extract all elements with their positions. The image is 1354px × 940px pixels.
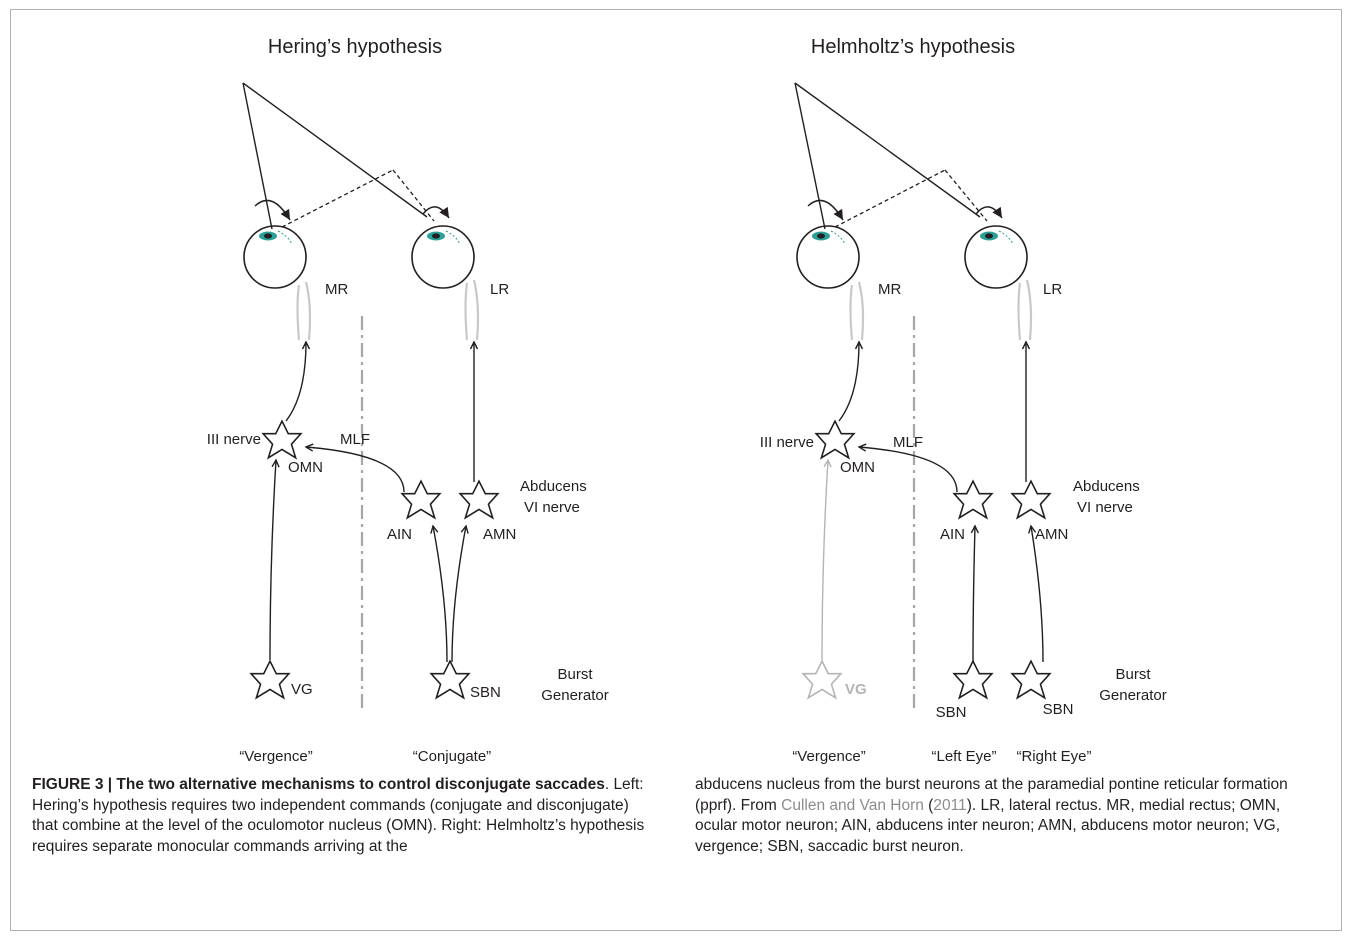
hering-panel: Hering’s hypothesis bbox=[207, 36, 609, 765]
helmholtz-muscles bbox=[849, 279, 1033, 341]
helmholtz-burst-label: Burst bbox=[1115, 666, 1151, 683]
hering-vg-neuron bbox=[250, 660, 290, 699]
helmholtz-ain-label: AIN bbox=[940, 526, 965, 543]
helmholtz-right-eye bbox=[964, 206, 1028, 289]
helmholtz-lr-label: LR bbox=[1043, 281, 1062, 298]
reference-link-authors[interactable]: Cullen and Van Horn bbox=[781, 796, 924, 814]
helmholtz-vg-label: VG bbox=[845, 681, 867, 698]
caption-right-column: abducens nucleus from the burst neurons … bbox=[695, 775, 1315, 857]
hering-dashed-axes bbox=[281, 169, 435, 228]
helmholtz-abducens-label: Abducens bbox=[1073, 478, 1140, 495]
caption-body-right-1: abducens nucleus from the burst neurons … bbox=[695, 776, 1288, 814]
hering-sbn-label: SBN bbox=[470, 684, 501, 701]
helmholtz-generator-label: Generator bbox=[1099, 687, 1167, 704]
hering-amn-neuron bbox=[459, 480, 499, 519]
helmholtz-mlf-label: MLF bbox=[893, 434, 923, 451]
hering-connections bbox=[269, 340, 479, 663]
caption-left-column: FIGURE 3 | The two alternative mechanism… bbox=[32, 775, 652, 857]
hering-ain-neuron bbox=[401, 480, 441, 519]
hering-burst-label: Burst bbox=[557, 666, 593, 683]
figure-diagram: Hering’s hypothesis bbox=[207, 36, 1167, 765]
hering-mr-label: MR bbox=[325, 281, 348, 298]
helmholtz-mr-label: MR bbox=[878, 281, 901, 298]
hering-abducens-label: Abducens bbox=[520, 478, 587, 495]
hering-right-eye bbox=[411, 206, 475, 289]
helmholtz-dashed-axes bbox=[834, 169, 988, 228]
caption-body-right-2: ). LR, lateral rectus. MR, medial rectus… bbox=[695, 796, 1281, 855]
helmholtz-left-eye bbox=[796, 199, 860, 289]
figure-frame bbox=[10, 9, 1342, 931]
helmholtz-sbn-left-neuron bbox=[953, 660, 993, 699]
hering-vergence-label: “Vergence” bbox=[239, 748, 312, 765]
hering-left-eye bbox=[243, 199, 307, 289]
reference-link-year[interactable]: 2011 bbox=[933, 796, 967, 814]
caption-title: FIGURE 3 | The two alternative mechanism… bbox=[32, 776, 605, 793]
helmholtz-sbn-right-neuron bbox=[1011, 660, 1051, 699]
helmholtz-amn-neuron bbox=[1011, 480, 1051, 519]
helmholtz-visual-axes bbox=[794, 82, 981, 230]
hering-title: Hering’s hypothesis bbox=[268, 36, 442, 58]
hering-muscles bbox=[296, 279, 480, 341]
helmholtz-title: Helmholtz’s hypothesis bbox=[811, 36, 1015, 58]
helmholtz-vergence-connection bbox=[821, 458, 832, 661]
helmholtz-left-axis bbox=[794, 82, 826, 230]
hering-iii-nerve-label: III nerve bbox=[207, 431, 261, 448]
hering-sbn-neuron bbox=[430, 660, 470, 699]
helmholtz-right-axis bbox=[794, 82, 981, 218]
helmholtz-vi-nerve-label: VI nerve bbox=[1077, 499, 1133, 516]
helmholtz-sbn-right-label: SBN bbox=[1043, 701, 1074, 718]
hering-ain-label: AIN bbox=[387, 526, 412, 543]
hering-omn-neuron bbox=[262, 420, 302, 459]
hering-lr-label: LR bbox=[490, 281, 509, 298]
hering-conjugate-label: “Conjugate” bbox=[413, 748, 491, 765]
helmholtz-vg-neuron bbox=[802, 660, 842, 699]
helmholtz-vergence-label: “Vergence” bbox=[792, 748, 865, 765]
helmholtz-sbn-left-label: SBN bbox=[936, 704, 967, 721]
hering-mlf-label: MLF bbox=[340, 431, 370, 448]
hering-omn-label: OMN bbox=[288, 459, 323, 476]
helmholtz-panel: Helmholtz’s hypothesis bbox=[760, 36, 1167, 765]
helmholtz-connections bbox=[838, 340, 1044, 663]
hering-left-axis bbox=[242, 82, 273, 230]
hering-amn-label: AMN bbox=[483, 526, 516, 543]
helmholtz-left-eye-label: “Left Eye” bbox=[931, 748, 996, 765]
hering-vi-nerve-label: VI nerve bbox=[524, 499, 580, 516]
helmholtz-iii-nerve-label: III nerve bbox=[760, 434, 814, 451]
hering-right-axis bbox=[242, 82, 428, 218]
hering-generator-label: Generator bbox=[541, 687, 609, 704]
helmholtz-amn-label: AMN bbox=[1035, 526, 1068, 543]
helmholtz-ain-neuron bbox=[953, 480, 993, 519]
caption-paren-open: ( bbox=[923, 796, 934, 814]
helmholtz-omn-label: OMN bbox=[840, 459, 875, 476]
hering-vg-label: VG bbox=[291, 681, 313, 698]
hering-visual-axes bbox=[242, 82, 428, 230]
caption-body-left: . Left: Hering’s hypothesis requires two… bbox=[32, 776, 645, 855]
helmholtz-omn-neuron bbox=[815, 420, 855, 459]
helmholtz-right-eye-label: “Right Eye” bbox=[1016, 748, 1091, 765]
